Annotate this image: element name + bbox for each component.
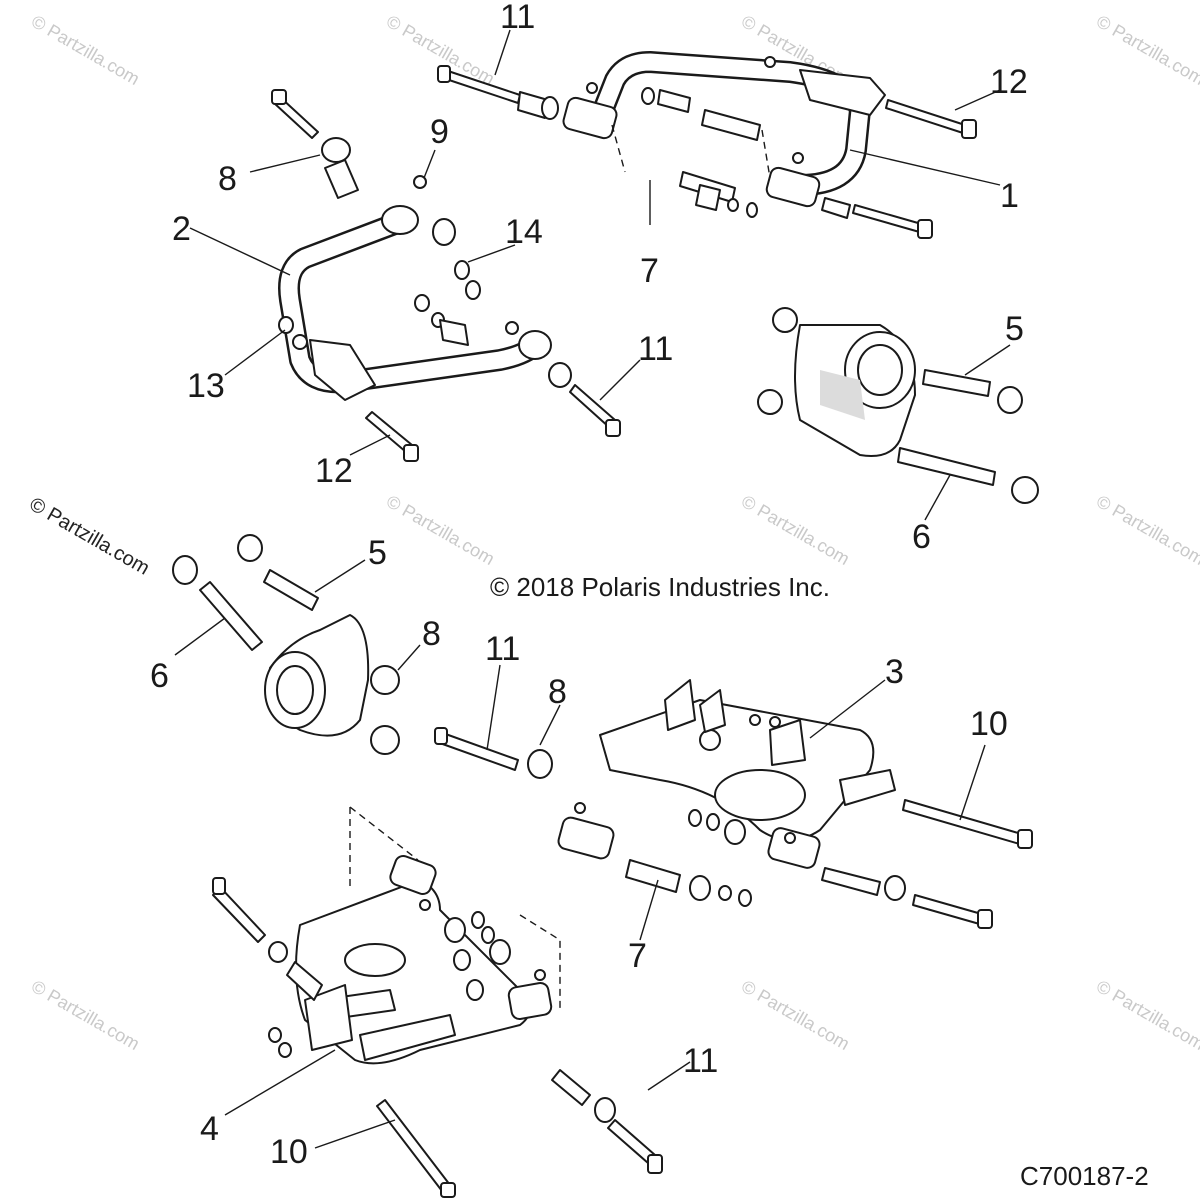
callout-8: 8 <box>548 673 567 711</box>
copyright-notice: © 2018 Polaris Industries Inc. <box>490 572 830 602</box>
callout-10: 10 <box>970 705 1008 743</box>
watermark: © Partzilla.com <box>1093 491 1200 569</box>
dash-line <box>349 806 419 861</box>
callout-1: 1 <box>1000 177 1019 215</box>
callout-10: 10 <box>270 1133 308 1171</box>
callout-11: 11 <box>485 630 520 668</box>
hardware-upper-right <box>437 56 977 239</box>
callout-12: 12 <box>990 63 1028 101</box>
callout-12: 12 <box>315 452 353 490</box>
knuckle-lower <box>172 534 400 755</box>
dash-line <box>611 124 626 173</box>
dash-line <box>519 914 561 1010</box>
callout-2: 2 <box>172 210 191 248</box>
callouts: 11 12 1 7 9 8 2 14 13 11 12 5 6 5 6 8 11… <box>150 0 1028 1171</box>
callout-14: 14 <box>505 213 543 251</box>
watermark: © Partzilla.com <box>738 976 853 1054</box>
watermark: © Partzilla.com <box>738 491 853 569</box>
callout-6: 6 <box>912 518 931 556</box>
callout-5: 5 <box>368 534 387 572</box>
callout-11: 11 <box>500 0 535 36</box>
upper-control-arm-2 <box>278 205 552 401</box>
callout-5: 5 <box>1005 310 1024 348</box>
callout-8: 8 <box>422 615 441 653</box>
callout-7: 7 <box>640 252 659 290</box>
callout-8: 8 <box>218 160 237 198</box>
callout-4: 4 <box>200 1110 219 1148</box>
dash-line <box>761 129 771 179</box>
upper-control-arm-1 <box>562 51 886 208</box>
callout-11: 11 <box>638 330 673 368</box>
watermark-layer: © Partzilla.com © Partzilla.com © Partzi… <box>26 11 1200 1054</box>
callout-3: 3 <box>885 653 904 691</box>
callout-11: 11 <box>683 1042 718 1080</box>
diagram-code: C700187-2 <box>1020 1161 1149 1191</box>
leader-lines <box>174 29 1011 1149</box>
callout-13: 13 <box>187 367 225 405</box>
watermark: © Partzilla.com <box>383 491 498 569</box>
watermark: © Partzilla.com <box>28 976 143 1054</box>
watermark: © Partzilla.com <box>1093 976 1200 1054</box>
lower-control-arm-4 <box>212 854 663 1198</box>
watermark: © Partzilla.com <box>28 11 143 89</box>
lower-control-arm-3 <box>434 679 1033 929</box>
callout-7: 7 <box>628 937 647 975</box>
callout-9: 9 <box>430 113 449 151</box>
watermark-dark: © Partzilla.com <box>26 493 154 579</box>
watermark: © Partzilla.com <box>1093 11 1200 89</box>
callout-6: 6 <box>150 657 169 695</box>
hardware-upper-left <box>271 89 621 462</box>
knuckle-upper <box>757 307 1039 504</box>
